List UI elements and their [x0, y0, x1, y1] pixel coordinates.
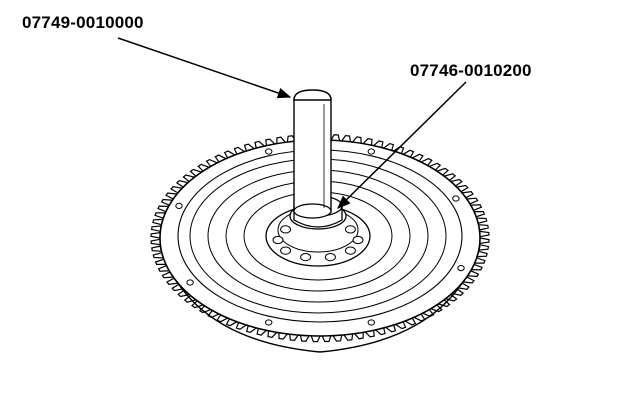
hub-bolt-hole	[344, 225, 356, 234]
shaft-bottom	[293, 203, 332, 219]
rim-bolt-hole	[175, 202, 183, 209]
driver-tool-part-number: 07749-0010000	[22, 13, 144, 32]
driver-shaft	[293, 89, 332, 219]
installer-attachment-leader	[337, 81, 467, 209]
rim-bolt-hole	[452, 195, 460, 202]
shaft-body	[293, 97, 332, 213]
flywheel-rim-side	[159, 245, 481, 353]
hub-bolt-hole	[324, 253, 336, 262]
shaft-top-cap	[293, 89, 332, 101]
installer-attachment-part-number: 07746-0010200	[410, 61, 532, 80]
rim-bolt-hole	[265, 319, 273, 326]
rim-bolt-hole	[367, 148, 375, 155]
rim-bolt-hole	[186, 279, 194, 286]
rim-bolt-hole	[457, 265, 465, 272]
hub-bolt-hole	[280, 225, 292, 234]
hub-bolt-hole	[280, 246, 292, 255]
flywheel-bolt-holes	[175, 148, 465, 326]
rim-bolt-hole	[265, 148, 273, 155]
hub-bolt-hole	[352, 235, 364, 245]
hub-bolt-hole	[300, 253, 312, 262]
hub-bolt-hole	[344, 246, 356, 255]
rim-bolt-hole	[367, 319, 375, 326]
driver-tool-leader	[117, 37, 292, 99]
hub-bolt-hole	[272, 235, 284, 245]
